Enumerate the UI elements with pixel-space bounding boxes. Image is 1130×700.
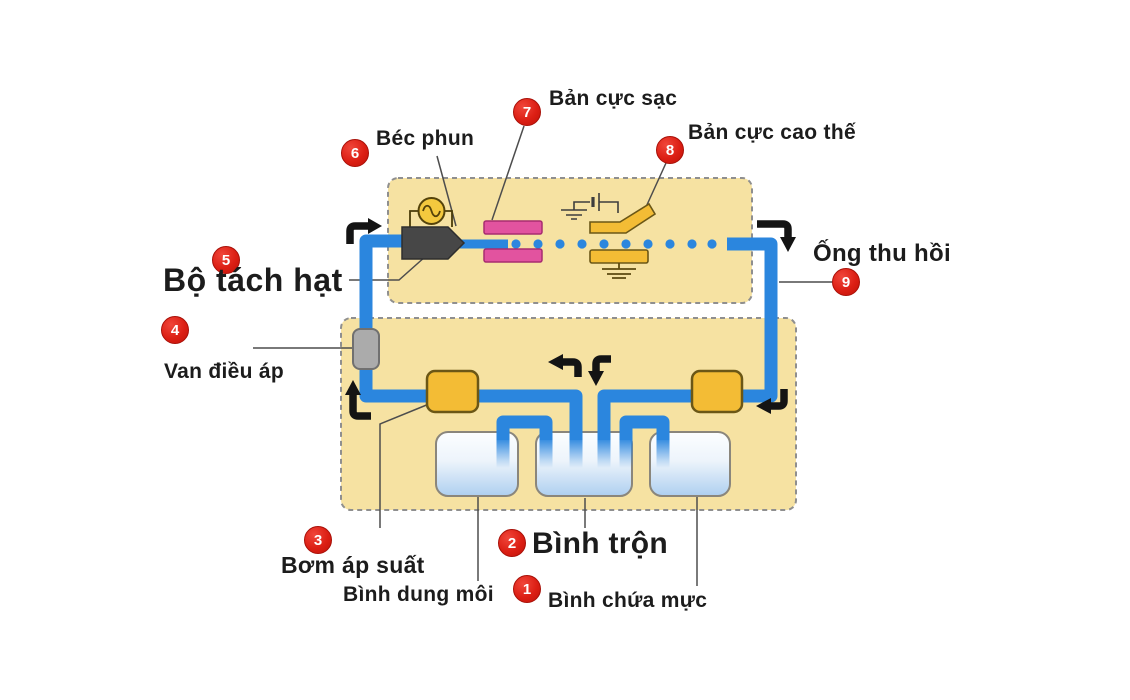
flow-arrow-icon — [757, 220, 792, 238]
callout-2-badge: 2 — [498, 529, 526, 557]
arrowhead — [548, 354, 563, 370]
pipe-return-line — [597, 237, 778, 440]
label-return-pipe: Ống thu hồi — [813, 240, 951, 267]
pipe-ink-to-mixer — [619, 415, 670, 440]
ink-tank — [649, 431, 731, 497]
callout-7-badge: 7 — [513, 98, 541, 126]
callout-6-badge: 6 — [341, 139, 369, 167]
flow-arrow-icon — [346, 222, 369, 244]
droplet — [621, 239, 631, 249]
droplet — [511, 239, 521, 249]
pipe-fade — [539, 438, 553, 468]
leader-line-hv-plate — [645, 162, 667, 208]
ac-source-wires — [409, 210, 453, 227]
nozzle-icon — [401, 197, 466, 260]
callout-number: 6 — [350, 144, 360, 162]
callout-8-badge: 8 — [656, 136, 684, 164]
droplet — [643, 239, 653, 249]
pipe-fade — [597, 438, 611, 468]
pipes — [359, 234, 778, 440]
pipe-fade — [656, 438, 670, 468]
callout-number: 4 — [170, 321, 180, 339]
pipe-fade — [619, 438, 633, 468]
label-charging-plate: Bản cực sạc — [549, 87, 678, 110]
droplet — [577, 239, 587, 249]
arrowhead — [588, 371, 604, 386]
label-particle-separator: Bộ tách hạt — [163, 262, 343, 298]
callout-number: 5 — [221, 251, 231, 269]
deflection-plates-icon — [561, 193, 657, 279]
flow-arrows — [346, 220, 792, 420]
label-hv-plate: Bản cực cao thế — [688, 121, 856, 144]
callout-number: 7 — [522, 103, 532, 121]
leader-line-pump — [379, 403, 430, 528]
pipe-supply-line — [359, 234, 583, 440]
callout-3-badge: 3 — [304, 526, 332, 554]
label-nozzle: Béc phun — [376, 127, 475, 150]
droplet — [533, 239, 543, 249]
arrowhead — [368, 218, 382, 234]
label-mixing-tank: Bình trộn — [532, 527, 669, 560]
label-pressure-pump: Bơm áp suất — [281, 552, 425, 578]
pipe-fade — [569, 438, 583, 468]
label-solvent-tank: Bình dung môi — [343, 583, 494, 606]
label-ink-tank: Bình chứa mực — [548, 589, 708, 612]
arrowhead — [345, 380, 361, 395]
callout-number: 8 — [665, 141, 675, 159]
callout-number: 1 — [522, 580, 532, 598]
deflection-plate-bottom — [589, 249, 649, 264]
pipe-fade — [496, 438, 510, 468]
droplet — [599, 239, 609, 249]
charging-plates-icon — [483, 220, 543, 263]
ground-icon — [602, 263, 636, 279]
arrowhead — [780, 237, 796, 252]
pipe-fades — [496, 438, 670, 468]
flow-arrow-icon — [562, 358, 582, 377]
callout-9-badge: 9 — [832, 268, 860, 296]
flow-arrow-icon — [592, 355, 611, 372]
flow-arrow-icon — [770, 389, 788, 410]
droplet — [665, 239, 675, 249]
pressure-valve-icon — [352, 328, 380, 370]
droplet — [687, 239, 697, 249]
arrowhead — [756, 398, 771, 414]
callout-5-badge: 5 — [212, 246, 240, 274]
nozzle-body — [401, 226, 466, 260]
pressure-pump-right-icon — [690, 369, 744, 414]
callout-4-badge: 4 — [161, 316, 189, 344]
callout-number: 2 — [507, 534, 517, 552]
label-pressure-valve: Van điều áp — [164, 360, 284, 383]
callout-number: 9 — [841, 273, 851, 291]
droplet — [555, 239, 565, 249]
callout-1-badge: 1 — [513, 575, 541, 603]
hv-circuit — [561, 193, 619, 220]
sine-wave-icon — [422, 204, 441, 218]
droplet-stream-icon — [511, 239, 717, 249]
ground-icon — [561, 201, 590, 220]
pressure-pump-left-icon — [425, 369, 480, 414]
charging-plate-bottom — [483, 248, 543, 263]
deflection-plate-top — [589, 202, 657, 234]
flow-arrowheads — [345, 218, 796, 414]
hv-wire — [599, 201, 619, 213]
charging-plate-top — [483, 220, 543, 235]
flow-arrow-icon — [349, 394, 371, 420]
callout-number: 3 — [313, 531, 323, 549]
pipe-solvent-to-mixer — [496, 415, 553, 440]
droplet — [707, 239, 717, 249]
leader-line-charging-plate — [491, 125, 525, 221]
